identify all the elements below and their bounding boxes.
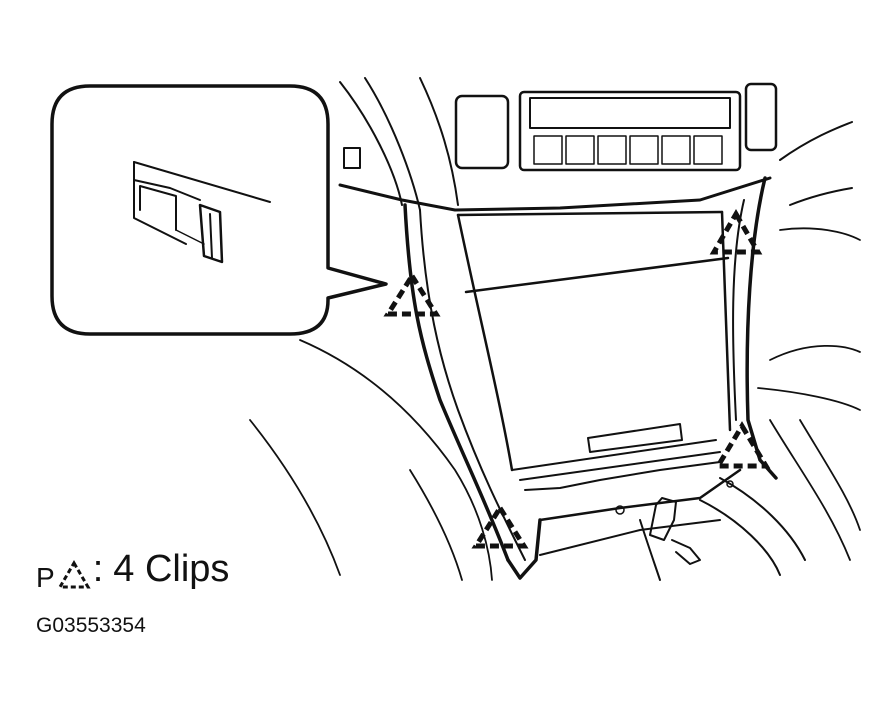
display-window bbox=[529, 97, 731, 129]
clip-legend: P : 4 Clips bbox=[36, 542, 229, 592]
figure-id: G03553354 bbox=[36, 614, 146, 637]
clip-marker-icon bbox=[383, 271, 441, 317]
head-unit-buttons bbox=[533, 135, 723, 165]
panel-handle bbox=[587, 423, 683, 453]
dashboard-outline bbox=[338, 77, 853, 212]
clip-marker-icon bbox=[713, 421, 771, 469]
center-panel bbox=[456, 210, 732, 481]
console-area bbox=[524, 461, 806, 581]
shift-lever bbox=[649, 497, 677, 541]
clip-triangle-icon bbox=[57, 560, 91, 589]
legend-colon: : bbox=[92, 548, 104, 590]
clip-marker-icon bbox=[709, 209, 763, 255]
clip-markers bbox=[383, 209, 771, 549]
head-unit bbox=[454, 82, 778, 172]
dash-indicator bbox=[343, 147, 361, 169]
clip-detail-illustration bbox=[133, 161, 271, 264]
legend-prefix: P bbox=[36, 562, 55, 593]
seat-outlines bbox=[249, 227, 861, 581]
clip-marker-icon bbox=[471, 503, 529, 549]
clip-detail-callout bbox=[50, 84, 388, 336]
legend-text: 4 Clips bbox=[113, 548, 230, 590]
